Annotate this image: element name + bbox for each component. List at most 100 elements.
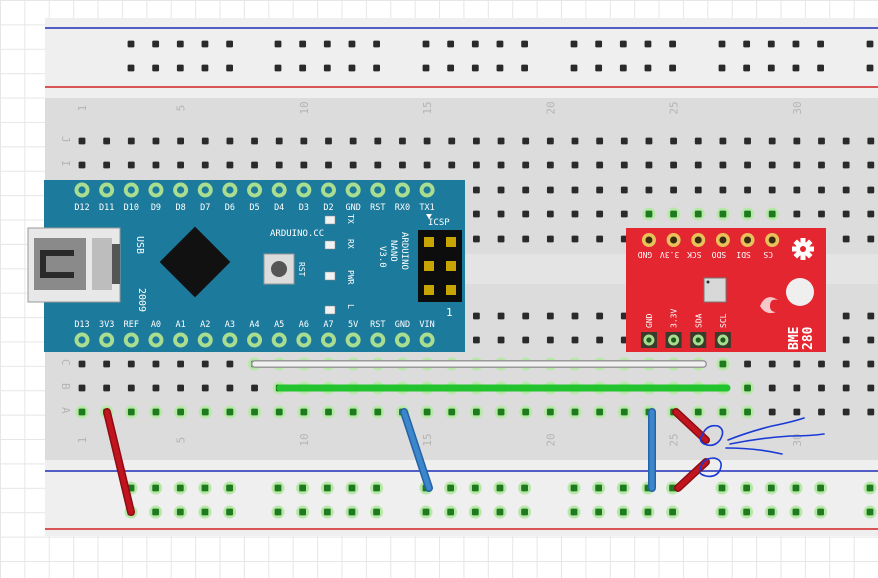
hole bbox=[323, 40, 331, 48]
pin-hole bbox=[250, 336, 259, 344]
hole bbox=[619, 484, 627, 492]
hole bbox=[275, 408, 283, 416]
hole bbox=[177, 137, 184, 145]
column-number: 30 bbox=[791, 101, 804, 114]
hole bbox=[323, 508, 331, 516]
hole bbox=[300, 161, 308, 169]
hole bbox=[201, 384, 209, 392]
row-label: I bbox=[59, 160, 72, 167]
hole bbox=[274, 484, 282, 492]
hole bbox=[496, 508, 504, 516]
hole bbox=[323, 64, 331, 72]
hole bbox=[842, 384, 850, 392]
led bbox=[324, 240, 336, 250]
icsp-pin bbox=[446, 237, 456, 247]
hole bbox=[694, 210, 702, 218]
hole bbox=[300, 408, 308, 416]
sensor-pin-hole bbox=[695, 337, 701, 343]
hole bbox=[793, 384, 801, 392]
pin-hole bbox=[275, 336, 283, 344]
hole bbox=[571, 186, 579, 194]
hole bbox=[127, 384, 135, 392]
pin-hole bbox=[78, 336, 86, 344]
pin-label: A2 bbox=[200, 320, 210, 330]
led bbox=[324, 271, 336, 281]
hole bbox=[522, 137, 530, 145]
hole bbox=[570, 64, 578, 72]
hole bbox=[867, 235, 875, 243]
pin-hole bbox=[103, 336, 111, 344]
hole bbox=[152, 40, 160, 48]
annotation-circle-top bbox=[699, 424, 724, 447]
pin-hole bbox=[398, 336, 407, 344]
hole bbox=[818, 161, 825, 169]
hole bbox=[226, 484, 233, 492]
hole bbox=[274, 508, 282, 516]
hole bbox=[497, 161, 505, 169]
pin-hole bbox=[226, 336, 234, 344]
column-number: 20 bbox=[544, 433, 557, 446]
hole bbox=[867, 384, 875, 392]
hole bbox=[793, 161, 801, 169]
hole bbox=[522, 186, 530, 194]
pin-label: D8 bbox=[175, 203, 185, 213]
mounting-hole bbox=[786, 278, 814, 306]
hole bbox=[300, 137, 308, 145]
usb-port-pins bbox=[112, 244, 120, 284]
hole bbox=[251, 137, 258, 145]
pin-label: D10 bbox=[124, 203, 139, 213]
hole bbox=[176, 64, 184, 72]
hole bbox=[521, 40, 528, 48]
sensor-pin-hole bbox=[646, 337, 652, 343]
usb-port-tab bbox=[92, 238, 112, 290]
hole bbox=[348, 508, 356, 516]
hole bbox=[744, 408, 751, 416]
pin-hole bbox=[103, 186, 111, 194]
hole bbox=[274, 40, 282, 48]
pin-hole bbox=[250, 186, 259, 194]
pin-hole bbox=[374, 336, 382, 344]
column-number: 1 bbox=[76, 437, 89, 444]
hole bbox=[152, 384, 160, 392]
hole bbox=[201, 360, 209, 368]
year-label: 2009 bbox=[136, 288, 147, 312]
sensor-pin-label: CS bbox=[763, 250, 773, 259]
led bbox=[324, 305, 336, 315]
pin-label: A6 bbox=[299, 320, 309, 330]
hole bbox=[497, 186, 505, 194]
hole bbox=[620, 210, 628, 218]
hole bbox=[423, 408, 431, 416]
hole bbox=[201, 508, 209, 516]
hole bbox=[226, 161, 234, 169]
column-number: 25 bbox=[668, 101, 681, 114]
hole bbox=[152, 161, 160, 169]
red-wire-left-core bbox=[104, 409, 134, 515]
sensor-pin-hole bbox=[671, 337, 677, 343]
hole bbox=[571, 408, 579, 416]
hole bbox=[596, 408, 604, 416]
reset-button-cap[interactable] bbox=[271, 261, 287, 277]
hole bbox=[768, 210, 776, 218]
hole bbox=[719, 408, 727, 416]
hole bbox=[177, 360, 184, 368]
hole bbox=[768, 384, 776, 392]
sensor-pin-label: SCL bbox=[719, 313, 728, 328]
hole bbox=[103, 384, 111, 392]
hole bbox=[571, 336, 579, 344]
hole bbox=[546, 137, 554, 145]
hole bbox=[201, 40, 209, 48]
hole bbox=[595, 508, 603, 516]
hole bbox=[571, 235, 579, 243]
hole bbox=[422, 508, 430, 516]
pin-hole bbox=[201, 336, 209, 344]
pin-hole bbox=[349, 336, 357, 344]
row-label: J bbox=[59, 136, 72, 143]
bme-number: 280 bbox=[801, 326, 816, 350]
hole bbox=[644, 508, 652, 516]
hole bbox=[496, 64, 504, 72]
pin-hole bbox=[127, 336, 135, 344]
